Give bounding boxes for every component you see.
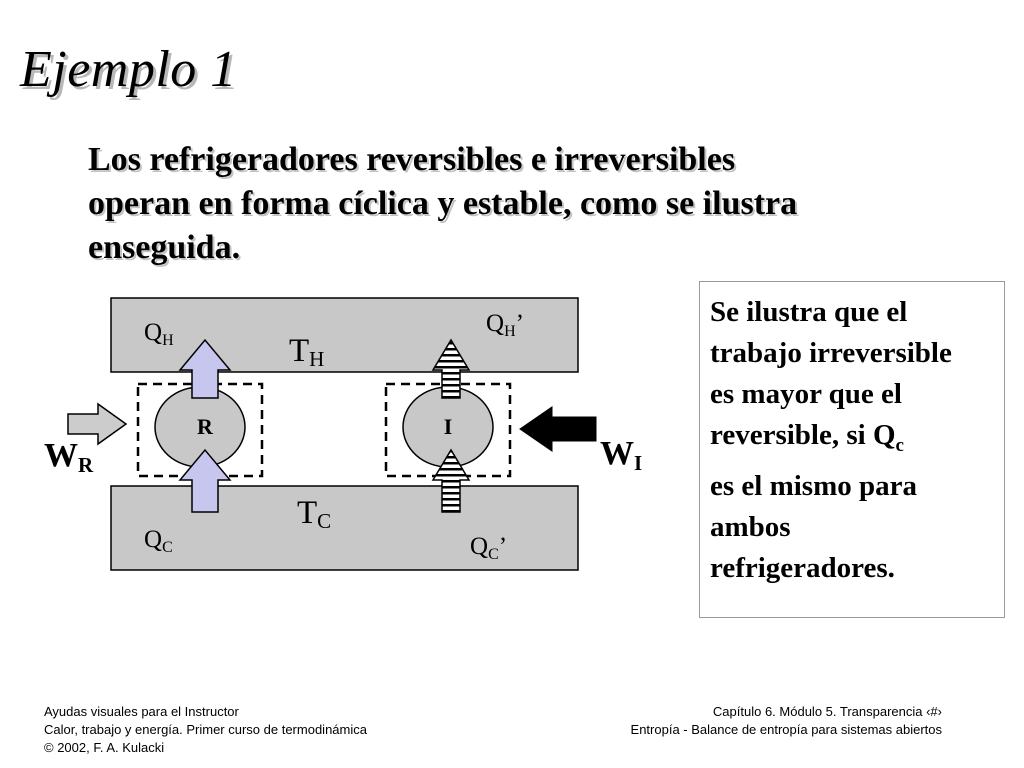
note-line: es el mismo para — [710, 469, 917, 502]
wi-label: WI — [600, 435, 642, 475]
slide-title: Ejemplo 1 — [20, 41, 237, 98]
wr-label: WR — [44, 437, 94, 477]
footer-line: Ayudas visuales para el Instructor — [44, 704, 239, 719]
wi-arrow — [519, 406, 597, 452]
qh-reversible-label: QH — [144, 319, 174, 349]
qh-reversible-arrow — [178, 338, 232, 399]
note-line: ambos — [710, 510, 791, 543]
intro-line: enseguida. — [88, 229, 241, 266]
qc-reversible-arrow — [178, 448, 232, 513]
footer-line: Calor, trabajo y energía. Primer curso d… — [44, 722, 367, 737]
intro-paragraph: Los refrigeradores reversibles e irrever… — [88, 138, 1008, 270]
cold-reservoir — [110, 485, 579, 571]
footer-line: © 2002, F. A. Kulacki — [44, 740, 165, 755]
hot-reservoir-label: TH — [289, 333, 324, 371]
qc-irreversible-arrow — [431, 448, 471, 513]
intro-line: Los refrigeradores reversibles e irrever… — [88, 141, 736, 178]
wr-arrow — [67, 402, 128, 446]
qh-irreversible-arrow — [431, 338, 471, 399]
cold-reservoir-label: TC — [297, 495, 331, 533]
qh-irreversible-label: QH’ — [486, 310, 524, 340]
footer-right: Capítulo 6. Módulo 5. Transparencia ‹#› … — [631, 703, 942, 739]
footer-line: Entropía - Balance de entropía para sist… — [630, 722, 942, 737]
intro-line: operan en forma cíclica y estable, como … — [88, 185, 798, 222]
note-line: es mayor que el — [710, 378, 902, 410]
explanation-box: Se ilustra que el trabajo irreversible e… — [699, 281, 1005, 618]
engine-label-i: I — [444, 414, 453, 439]
qc-irreversible-label: QC’ — [470, 533, 507, 563]
note-line: trabajo irreversible — [710, 337, 952, 369]
note-line: Se ilustra que el — [710, 296, 908, 328]
note-line: reversible, si Qc — [710, 419, 904, 456]
footer-left: Ayudas visuales para el Instructor Calor… — [44, 703, 367, 757]
footer-line: Capítulo 6. Módulo 5. Transparencia ‹#› — [712, 704, 942, 719]
engine-label-r: R — [197, 414, 214, 439]
qc-reversible-label: QC — [144, 526, 173, 556]
note-line: refrigeradores. — [710, 551, 895, 584]
